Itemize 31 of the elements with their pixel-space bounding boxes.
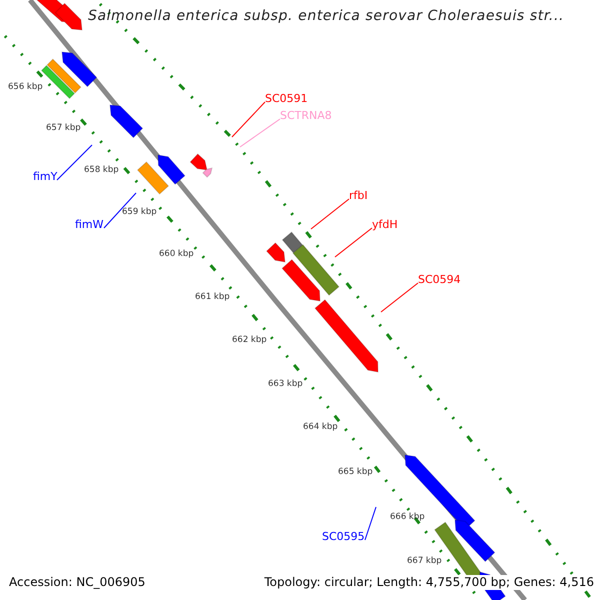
gene-label: fimW xyxy=(75,218,104,231)
gene-label: SC0594 xyxy=(418,273,461,286)
scale-label: 658 kbp xyxy=(84,165,119,175)
scale-label: 666 kbp xyxy=(390,512,425,522)
leader-line xyxy=(310,198,350,230)
accession-text: Accession: NC_006905 xyxy=(9,575,146,590)
scale-label: 661 kbp xyxy=(195,292,230,302)
gene-label: SC0591 xyxy=(265,92,308,105)
leader-line xyxy=(104,192,136,228)
leader-line xyxy=(232,102,266,138)
scale-label: 657 kbp xyxy=(46,123,81,133)
genome-summary-text: Topology: circular; Length: 4,755,700 bp; Genes: 4,516 xyxy=(264,575,594,590)
scale-label: 660 kbp xyxy=(159,249,194,259)
gene-label: SC0595 xyxy=(322,530,365,543)
scale-label: 656 kbp xyxy=(8,82,43,92)
gene-label: yfdH xyxy=(372,218,398,231)
scale-label: 663 kbp xyxy=(268,379,303,389)
title: Salmonella enterica subsp. enterica serovar Choleraesuis str... xyxy=(88,8,564,24)
scale-label: 667 kbp xyxy=(407,556,442,566)
leader-line xyxy=(240,118,280,148)
scale-label: 664 kbp xyxy=(303,422,338,432)
leader-line xyxy=(334,228,372,258)
gene-label: rfbI xyxy=(349,189,368,202)
scale-label: 665 kbp xyxy=(338,467,373,477)
leader-line xyxy=(56,144,92,180)
leader-line xyxy=(380,282,418,312)
gene-label: SCTRNA8 xyxy=(280,109,332,122)
scale-label: 662 kbp xyxy=(232,335,267,345)
scale-label: 659 kbp xyxy=(122,207,157,217)
gene-label: fimY xyxy=(33,170,58,183)
leader-line xyxy=(364,506,376,540)
